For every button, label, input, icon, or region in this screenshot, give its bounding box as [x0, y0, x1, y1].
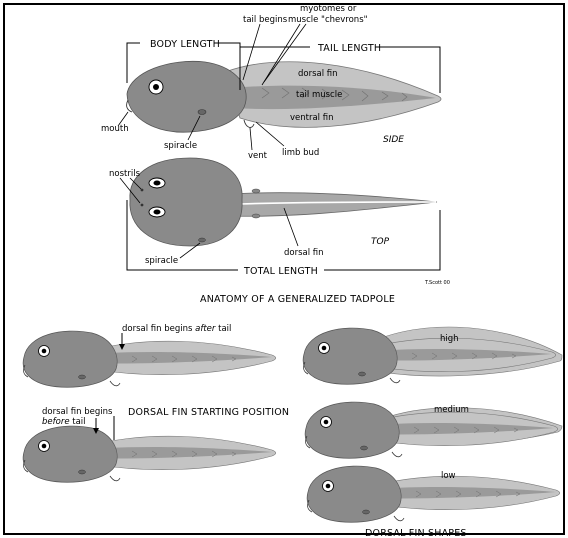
body-length-label: BODY LENGTH	[150, 39, 220, 50]
fin-position-title: DORSAL FIN STARTING POSITION	[128, 407, 289, 418]
fin-shapes-title: DORSAL FIN SHAPES	[365, 528, 467, 538]
side-view-label: SIDE	[383, 135, 404, 145]
top-view-tadpole	[130, 158, 437, 246]
myotomes-label-line1: myotomes or	[300, 4, 357, 14]
fin-before-line1: dorsal fin begins	[42, 407, 113, 417]
fin-after-prefix: dorsal fin begins	[122, 324, 195, 334]
tail-begins-label: tail begins	[243, 15, 288, 25]
spiracle-top-label: spiracle	[145, 256, 178, 266]
tail-length-label: TAIL LENGTH	[317, 43, 381, 54]
mouth-label: mouth	[101, 124, 129, 134]
credit-label: T.Scott 00	[424, 280, 450, 286]
fin-before-suffix: tail	[70, 417, 86, 427]
tadpole-fin-after	[23, 331, 276, 387]
limb-bud-label: limb bud	[282, 148, 319, 158]
myotomes-label-line2: muscle "chevrons"	[288, 15, 368, 25]
main-title: ANATOMY OF A GENERALIZED TADPOLE	[200, 294, 395, 305]
top-view-label: TOP	[371, 237, 390, 247]
high-label: high	[440, 334, 459, 344]
tail-muscle-label: tail muscle	[296, 90, 342, 100]
medium-label: medium	[434, 405, 469, 415]
side-view-tadpole	[127, 61, 441, 132]
low-label: low	[441, 471, 456, 481]
spiracle-side-label: spiracle	[164, 141, 197, 151]
tadpole-fin-before	[23, 426, 276, 482]
ventral-fin-label: ventral fin	[290, 113, 334, 123]
tadpole-fin-low	[307, 466, 560, 522]
fin-before-line2: before tail	[42, 417, 86, 427]
fin-after-suffix: tail	[215, 324, 231, 334]
nostrils-label: nostrils	[109, 169, 141, 179]
fin-before-word: before	[42, 417, 70, 427]
total-length-label: TOTAL LENGTH	[243, 266, 318, 277]
fin-after-word: after	[195, 324, 216, 334]
dorsal-fin-label: dorsal fin	[298, 69, 338, 79]
vent-label: vent	[248, 151, 268, 161]
dorsal-fin-top-label: dorsal fin	[284, 248, 324, 258]
fin-after-label: dorsal fin begins after tail	[122, 324, 231, 334]
tadpole-fin-high	[303, 327, 562, 384]
